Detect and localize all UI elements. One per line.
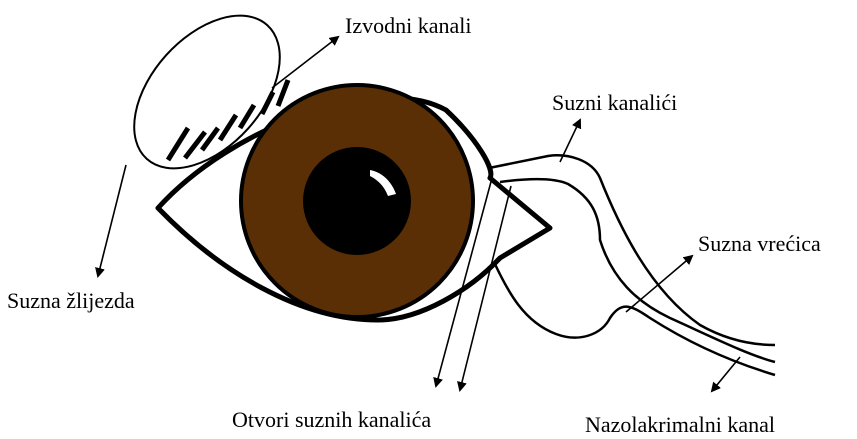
label-izvodni-kanali: Izvodni kanali [345, 13, 471, 38]
arrow-izvodni-kanali [272, 37, 338, 88]
label-suzni-kanalici: Suzni kanalići [552, 90, 677, 115]
arrow-suzna-vrecica [626, 256, 692, 312]
label-suzna-vrecica: Suzna vrećica [698, 231, 821, 256]
label-nazolakrimalni-kanal: Nazolakrimalni kanal [585, 412, 775, 437]
arrow-suzna-zlijezda [98, 165, 126, 276]
label-otvori-suznih-kanalica: Otvori suznih kanalića [232, 407, 431, 432]
arrow-nazolakrimalni [712, 357, 740, 391]
pupil [303, 147, 411, 255]
lacrimal-canaliculi [489, 155, 775, 375]
label-suzna-zlijezda: Suzna žlijezda [7, 288, 135, 313]
